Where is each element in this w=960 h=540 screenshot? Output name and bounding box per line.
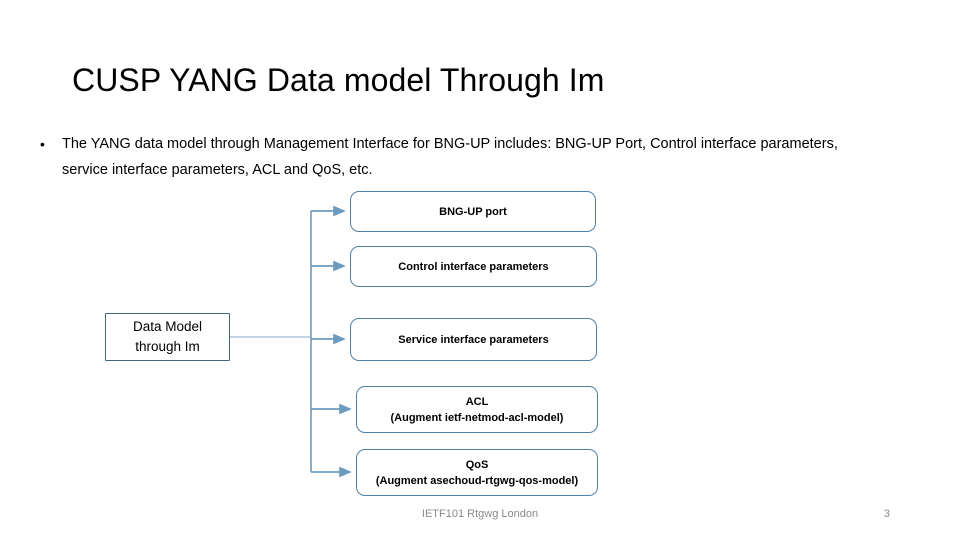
node-label-line2: (Augment ietf-netmod-acl-model) [390, 411, 564, 424]
bullet-item: • The YANG data model through Management… [40, 131, 840, 183]
node-label-wrapper: Control interface parameters [390, 259, 556, 275]
node-label-line2: (Augment asechoud-rtgwg-qos-model) [375, 474, 579, 487]
page-title: CUSP YANG Data model Through Im [72, 62, 605, 98]
node-label-wrapper: ACL (Augment ietf-netmod-acl-model) [383, 394, 572, 426]
node-label-line1: ACL [465, 395, 489, 408]
diagram-node-qos[interactable]: QoS (Augment asechoud-rtgwg-qos-model) [356, 449, 598, 496]
diagram-node-acl[interactable]: ACL (Augment ietf-netmod-acl-model) [356, 386, 598, 433]
page-number: 3 [883, 508, 890, 520]
node-label-line1: Data Model [132, 319, 203, 334]
footer-center-text: IETF101 Rtgwg London [421, 508, 539, 520]
node-label-line1: BNG-UP port [439, 205, 507, 218]
diagram-node-bng-up-port[interactable]: BNG-UP port [350, 191, 596, 232]
node-label-wrapper: Data Model through Im [125, 317, 210, 357]
node-label-wrapper: BNG-UP port [431, 204, 515, 220]
node-label-line1: Service interface parameters [398, 333, 549, 346]
node-label-wrapper: QoS (Augment asechoud-rtgwg-qos-model) [368, 457, 586, 489]
bullet-text: The YANG data model through Management I… [62, 136, 838, 178]
diagram-node-data-model-through-im[interactable]: Data Model through Im [105, 313, 230, 361]
diagram-node-control-interface-parameters[interactable]: Control interface parameters [350, 246, 597, 287]
node-label-line1: QoS [465, 458, 489, 471]
bullet-marker-icon: • [40, 136, 45, 152]
body-text-block: • The YANG data model through Management… [40, 131, 840, 183]
diagram-node-service-interface-parameters[interactable]: Service interface parameters [350, 318, 597, 361]
node-label-line2: through Im [135, 339, 200, 354]
node-label-wrapper: Service interface parameters [390, 332, 556, 348]
node-label-line1: Control interface parameters [398, 260, 549, 273]
